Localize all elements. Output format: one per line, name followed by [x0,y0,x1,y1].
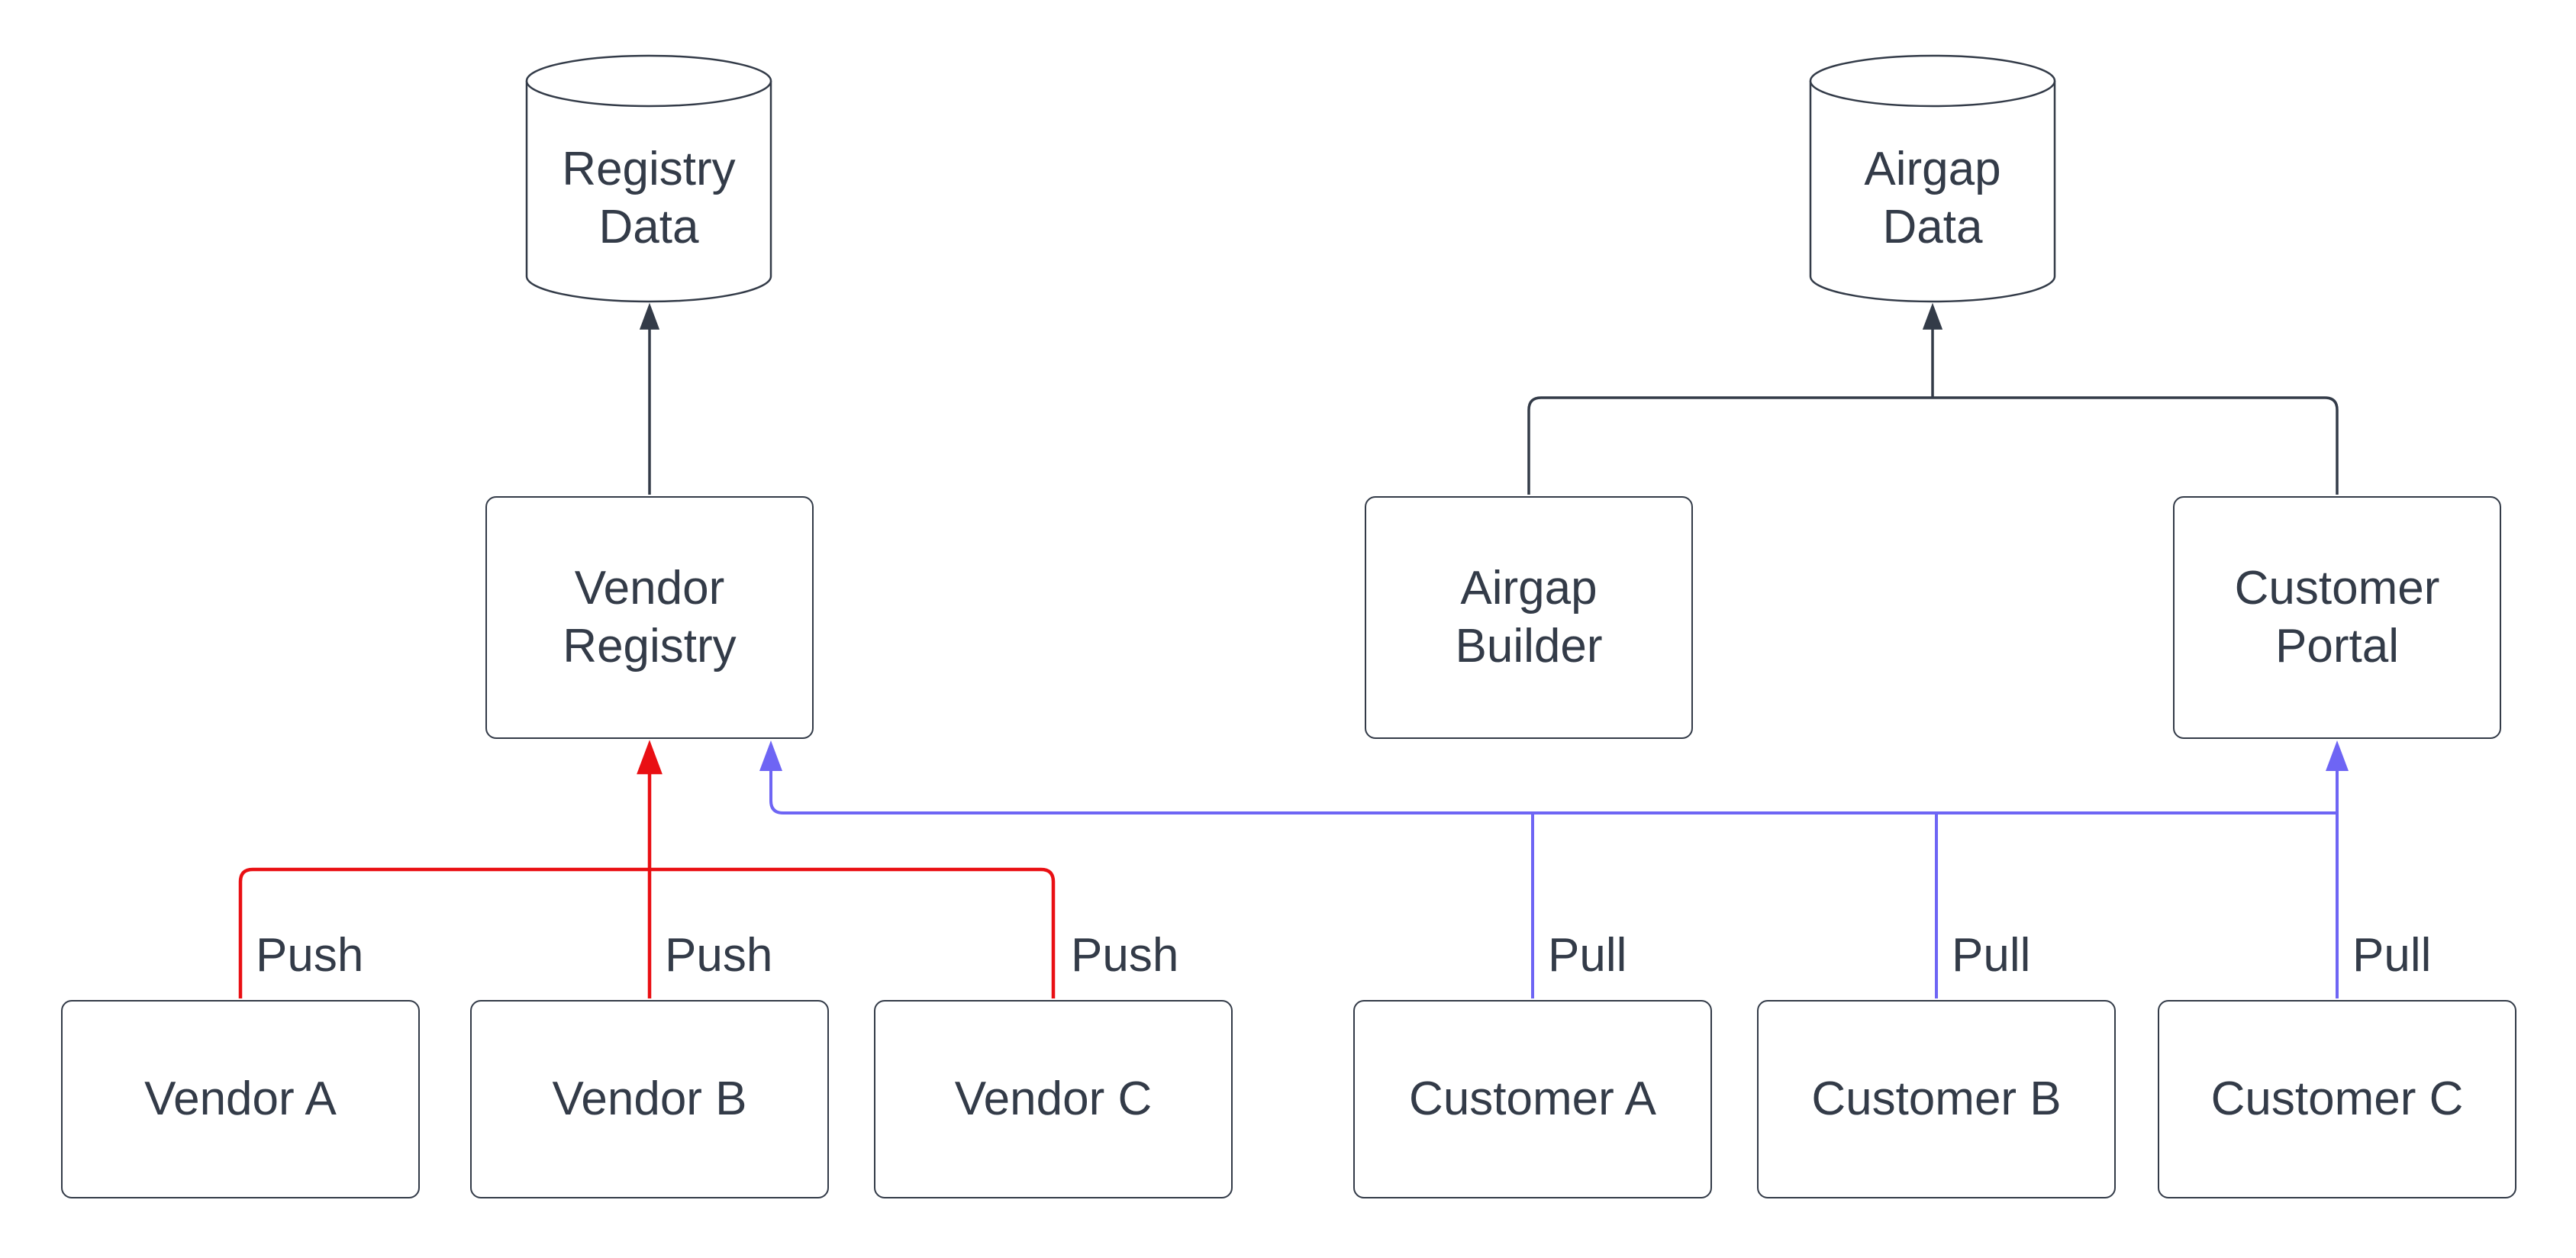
node-customer-portal: Customer Portal [2173,496,2501,739]
edge-label-vendor-c-push: Push [1071,929,1179,982]
node-vendor-a: Vendor A [61,1000,420,1198]
node-registry-data-label: Registry Data [562,143,736,253]
edge-label-customer-a-pull: Pull [1548,929,1627,982]
airgap-data-cylinder [1809,54,2056,303]
edge-customer-portal-to-junction [1933,396,2339,495]
edge-label-vendor-a-push: Push [256,929,364,982]
node-airgap-builder: Airgap Builder [1365,496,1693,739]
registry-data-cylinder [525,54,772,303]
edge-label-vendor-b-push: Push [665,929,773,982]
airgap-data-cylinder-top [1809,54,2056,108]
push-edges [238,740,1056,998]
node-customer-c: Customer C [2158,1000,2516,1198]
registry-data-cylinder-top [525,54,772,108]
edge-vendor-a-push [238,867,650,998]
node-vendor-c: Vendor C [874,1000,1233,1198]
node-customer-b: Customer B [1757,1000,2116,1198]
edge-airgap-builder-to-junction [1527,396,1933,495]
node-customer-a: Customer A [1353,1000,1712,1198]
node-airgap-data-label: Airgap Data [1864,143,2001,253]
edge-label-customer-c-pull: Pull [2352,929,2432,982]
edge-vendor-c-push [650,867,1056,998]
node-vendor-registry: Vendor Registry [485,496,814,739]
edge-pull-bus-to-vendor-registry [759,740,2337,814]
registry-data-cylinder-body [525,81,772,303]
node-vendor-b: Vendor B [470,1000,829,1198]
edge-label-customer-b-pull: Pull [1952,929,2031,982]
airgap-data-cylinder-body [1809,81,2056,303]
dark-edges [639,302,2339,495]
pull-edges [759,740,2349,998]
